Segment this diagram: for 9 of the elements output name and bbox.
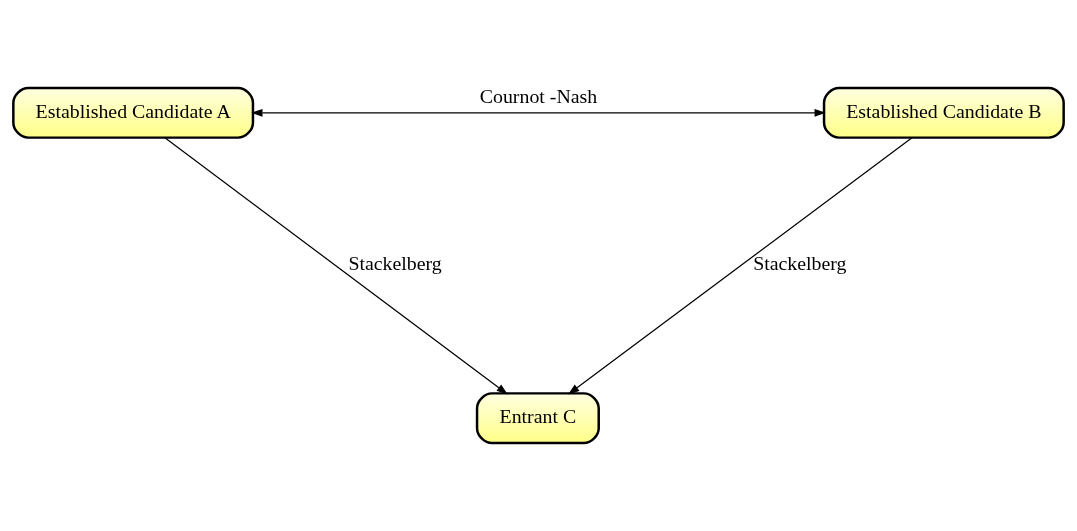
- edge-label: Stackelberg: [348, 252, 442, 275]
- edge-label: Stackelberg: [753, 252, 847, 275]
- arrow: [164, 137, 508, 395]
- node-box: Established Candidate A: [12, 86, 255, 139]
- edge-label: Cournot -Nash: [479, 84, 598, 107]
- arrow: [251, 108, 826, 117]
- node-box: Entrant C: [475, 392, 600, 445]
- arrow: [568, 137, 913, 395]
- node-box: Established Candidate B: [822, 86, 1065, 139]
